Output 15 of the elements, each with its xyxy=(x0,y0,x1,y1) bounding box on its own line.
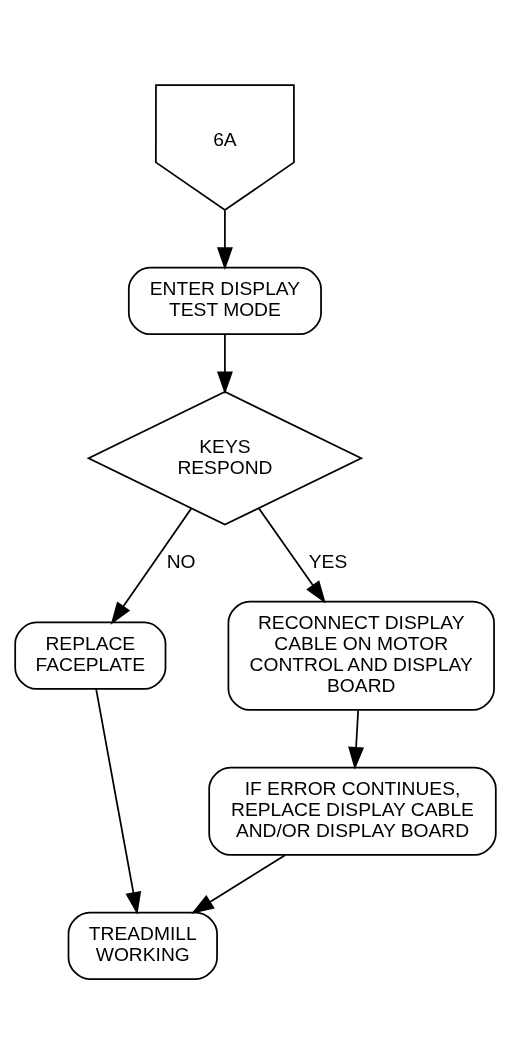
edge-label: YES xyxy=(308,550,348,572)
arrow xyxy=(216,333,233,395)
arrow xyxy=(110,507,193,625)
edge-label: NO xyxy=(166,550,196,572)
node-box: TREADMILL WORKING xyxy=(67,911,218,980)
arrow xyxy=(348,709,365,770)
arrow xyxy=(216,209,233,271)
node-box: ENTER DISPLAY TEST MODE xyxy=(127,266,322,335)
node-diamond: KEYS RESPOND xyxy=(86,390,364,526)
arrow xyxy=(95,688,142,915)
node-box: RECONNECT DISPLAY CABLE ON MOTOR CONTROL AND DISPLAY BOARD xyxy=(227,600,495,711)
arrow xyxy=(191,854,286,914)
node-box: REPLACE FACEPLATE xyxy=(14,621,167,690)
node-box: IF ERROR CONTINUES, REPLACE DISPLAY CABLE AND/OR DISPLAY BOARD xyxy=(208,766,497,856)
arrow xyxy=(258,507,326,604)
